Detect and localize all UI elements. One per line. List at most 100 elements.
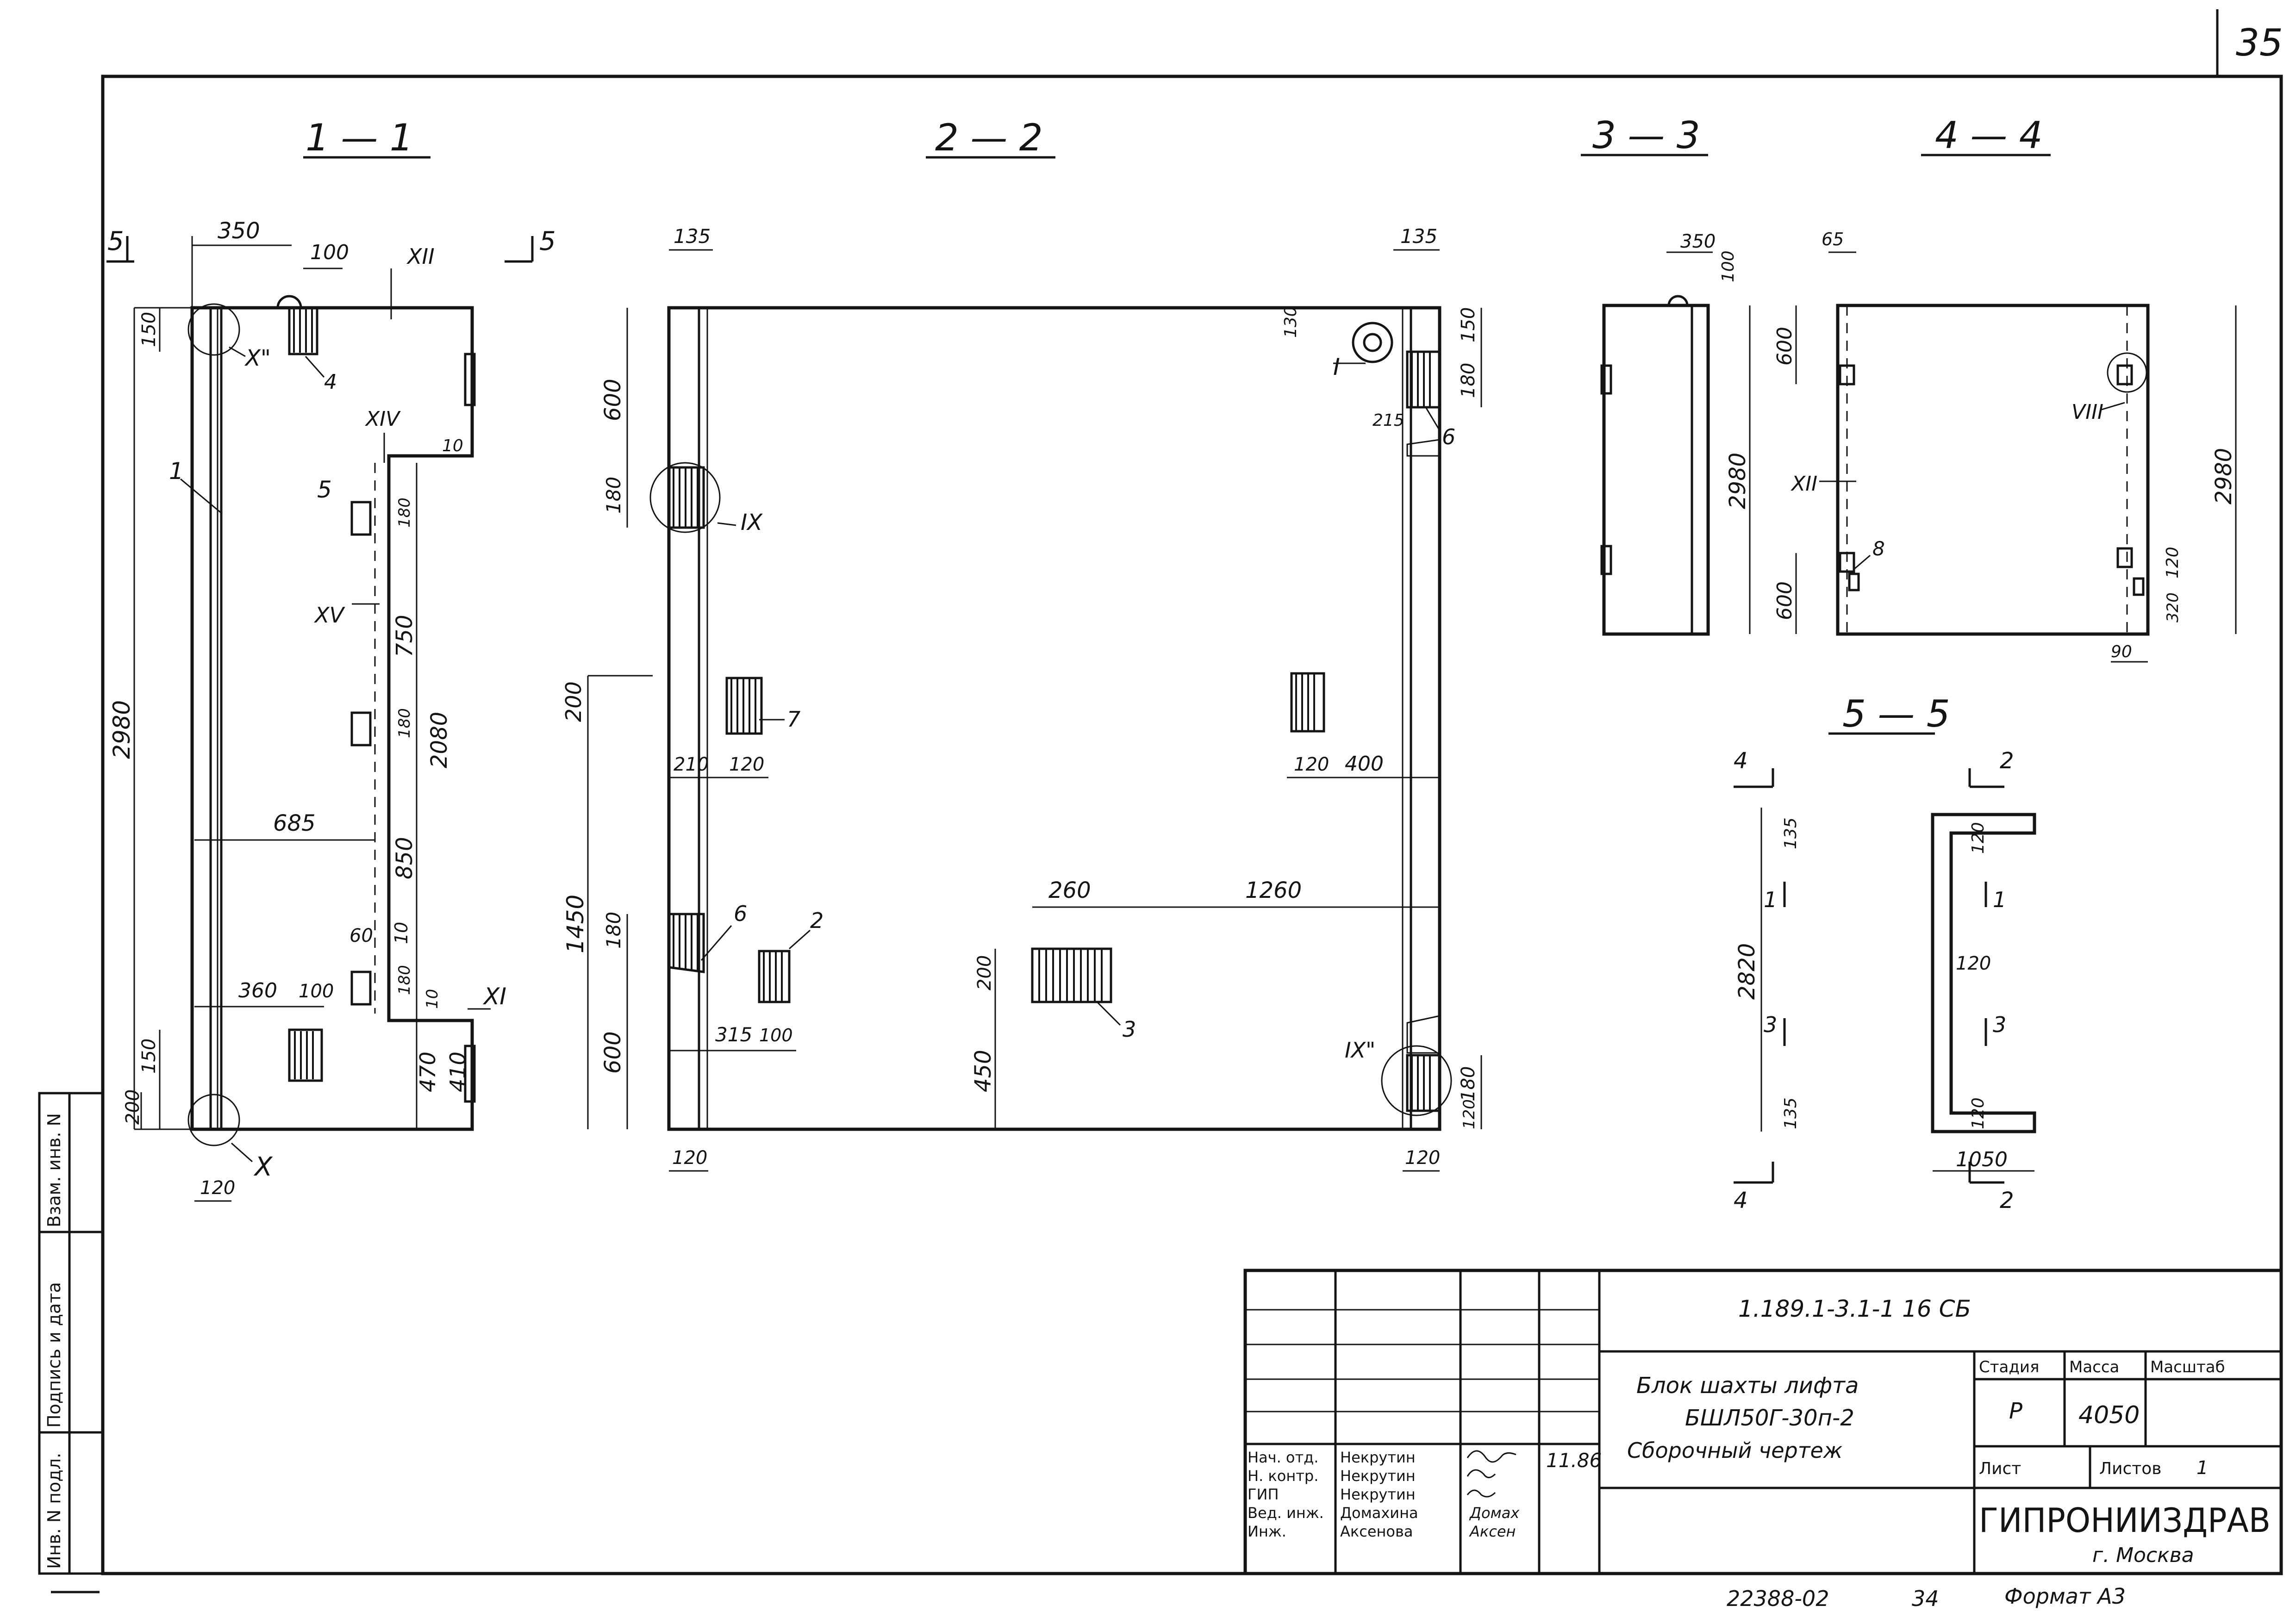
dim-4-4-600-low: 600	[1773, 581, 1797, 620]
role-1: Н. контр.	[1248, 1467, 1318, 1485]
dim-1-1-180a: 180	[395, 498, 414, 528]
signature-3: Домах	[1469, 1504, 1520, 1522]
dim-1-1-750: 750	[392, 615, 418, 657]
doc-code: 1.189.1-3.1-1 16 СБ	[1738, 1295, 1971, 1322]
callout-2-2-pos6b: 6	[1442, 424, 1455, 449]
stamp-inv-no: Инв. N подл.	[44, 1453, 64, 1569]
dim-2-2-180-low: 180	[602, 912, 625, 949]
section-title-2-2: 2 — 2	[935, 116, 1043, 159]
name-0: Некрутин	[1340, 1449, 1416, 1466]
cut-5-5-2a: 2	[2000, 748, 2014, 774]
signature-4: Аксен	[1469, 1523, 1516, 1540]
callout-1-1-XV: XV	[314, 603, 346, 628]
dim-3-3-350: 350	[1680, 231, 1716, 252]
dim-1-1-120: 120	[200, 1177, 235, 1199]
callout-2-2-pos2: 2	[810, 908, 824, 933]
dim-2-2-1450: 1450	[562, 895, 589, 953]
cut-5-5-3b: 3	[1993, 1012, 2006, 1037]
view-4-4: 65 600 600 2980 120 320 90 VIII XII 8	[1773, 229, 2237, 663]
title-block: 1.189.1-3.1-1 16 СБ Блок шахты лифта БШЛ…	[1243, 1269, 2283, 1575]
dim-1-1-470: 470	[415, 1052, 440, 1092]
stamp-replace-inv-no: Взам. инв. N	[44, 1113, 64, 1227]
dim-2-2-120d: 120	[1460, 1099, 1479, 1129]
name-3: Домахина	[1340, 1504, 1418, 1522]
dim-1-1-685: 685	[273, 810, 316, 836]
paper-format: Формат А3	[2004, 1584, 2126, 1609]
dim-2-2-135-left: 135	[674, 225, 711, 248]
signature-0	[1466, 1450, 1516, 1463]
value-stage: Р	[2009, 1398, 2022, 1424]
organization-name: ГИПРОНИИЗДРАВ	[1979, 1501, 2271, 1540]
dim-2-2-120c: 120	[1294, 754, 1329, 775]
callout-1-1-Xh: X"	[244, 345, 271, 371]
callout-2-2-pos7: 7	[787, 707, 800, 732]
dim-5-5-1050: 1050	[1956, 1148, 2008, 1171]
dim-2-2-260: 260	[1048, 877, 1091, 903]
dim-2-2-135-right: 135	[1400, 225, 1437, 248]
section-title-1-1: 1 — 1	[306, 116, 413, 159]
name-4: Аксенова	[1340, 1523, 1413, 1540]
dim-2-2-200: 200	[561, 681, 586, 722]
dim-4-4-120: 120	[2163, 547, 2182, 579]
product-title-line3: Сборочный чертеж	[1627, 1438, 1843, 1463]
role-2: ГИП	[1248, 1486, 1279, 1503]
dim-2-2-130: 130	[1281, 306, 1300, 338]
view-1-1: 5 5 350 100 2980 150 685 360 100 150 200…	[106, 218, 556, 1202]
dim-2-2-600-low: 600	[600, 1031, 626, 1074]
callout-2-2-IX: IX	[741, 510, 763, 535]
cut-mark-5-left: 5	[107, 226, 124, 256]
callout-1-1-X: X	[253, 1152, 273, 1182]
dim-4-4-90: 90	[2111, 642, 2132, 661]
dim-2-2-180d: 180	[1458, 1066, 1479, 1101]
archive-number: 22388-02	[1727, 1586, 1829, 1611]
section-headings: 1 — 1 2 — 2 3 — 3 4 — 4 5 — 5	[303, 114, 2051, 735]
signature-1	[1466, 1469, 1496, 1478]
dim-2-2-200b: 200	[974, 955, 995, 990]
dim-4-4-65: 65	[1822, 229, 1844, 249]
dim-5-5-120-low: 120	[1969, 1097, 1988, 1129]
dim-1-1-60: 60	[349, 925, 373, 946]
page-number: 35	[2236, 21, 2283, 64]
name-1: Некрутин	[1340, 1467, 1416, 1485]
dim-2-2-400: 400	[1345, 752, 1384, 776]
dim-1-1-180c: 180	[395, 965, 414, 995]
dim-2-2-315: 315	[715, 1023, 752, 1046]
dim-2-2-180-top: 180	[602, 477, 625, 514]
dim-1-1-2980: 2980	[108, 700, 135, 759]
cut-5-5-1a: 1	[1764, 887, 1777, 912]
archive-page: 34	[1912, 1586, 1939, 1611]
view-5-5: 2820 135 135 120 120 120 1050 4 4 2 2 1 …	[1734, 748, 2036, 1213]
dim-1-1-360: 360	[238, 979, 277, 1002]
dim-5-5-135-top: 135	[1781, 817, 1800, 849]
dim-2-2-215: 215	[1373, 411, 1404, 430]
dim-2-2-100: 100	[759, 1025, 793, 1045]
header-scale: Масштаб	[2150, 1358, 2225, 1376]
dim-3-3-2980: 2980	[1725, 453, 1751, 509]
value-sheets: 1	[2196, 1457, 2208, 1479]
cut-5-5-4a: 4	[1734, 748, 1748, 774]
dim-4-4-2980: 2980	[2211, 448, 2237, 504]
section-title-5-5: 5 — 5	[1842, 692, 1950, 735]
organization-city: г. Москва	[2092, 1543, 2194, 1567]
dim-1-1-180b: 180	[395, 708, 414, 738]
name-2: Некрутин	[1340, 1486, 1416, 1503]
header-mass: Масса	[2069, 1358, 2119, 1376]
value-mass: 4050	[2078, 1401, 2140, 1429]
section-title-3-3: 3 — 3	[1592, 114, 1700, 157]
label-sheets: Листов	[2099, 1459, 2161, 1478]
dim-4-4-600-top: 600	[1773, 327, 1797, 366]
callout-2-2-IXh: IX"	[1345, 1038, 1375, 1063]
signature-2	[1466, 1489, 1496, 1498]
dim-2-2-210: 210	[674, 754, 709, 775]
callout-4-4-pos8: 8	[1872, 537, 1885, 560]
dim-2-2-120b: 120	[672, 1147, 707, 1169]
dim-1-1-10c: 10	[423, 989, 442, 1009]
view-3-3: 350 100 2980	[1600, 231, 1751, 636]
section-title-4-4: 4 — 4	[1935, 114, 2043, 157]
dim-5-5-120-top: 120	[1969, 822, 1988, 854]
callout-4-4-VIII: VIII	[2071, 400, 2103, 424]
callout-4-4-XII: XII	[1791, 472, 1817, 496]
cut-mark-5-right: 5	[539, 226, 556, 256]
header-stage: Стадия	[1979, 1358, 2039, 1376]
